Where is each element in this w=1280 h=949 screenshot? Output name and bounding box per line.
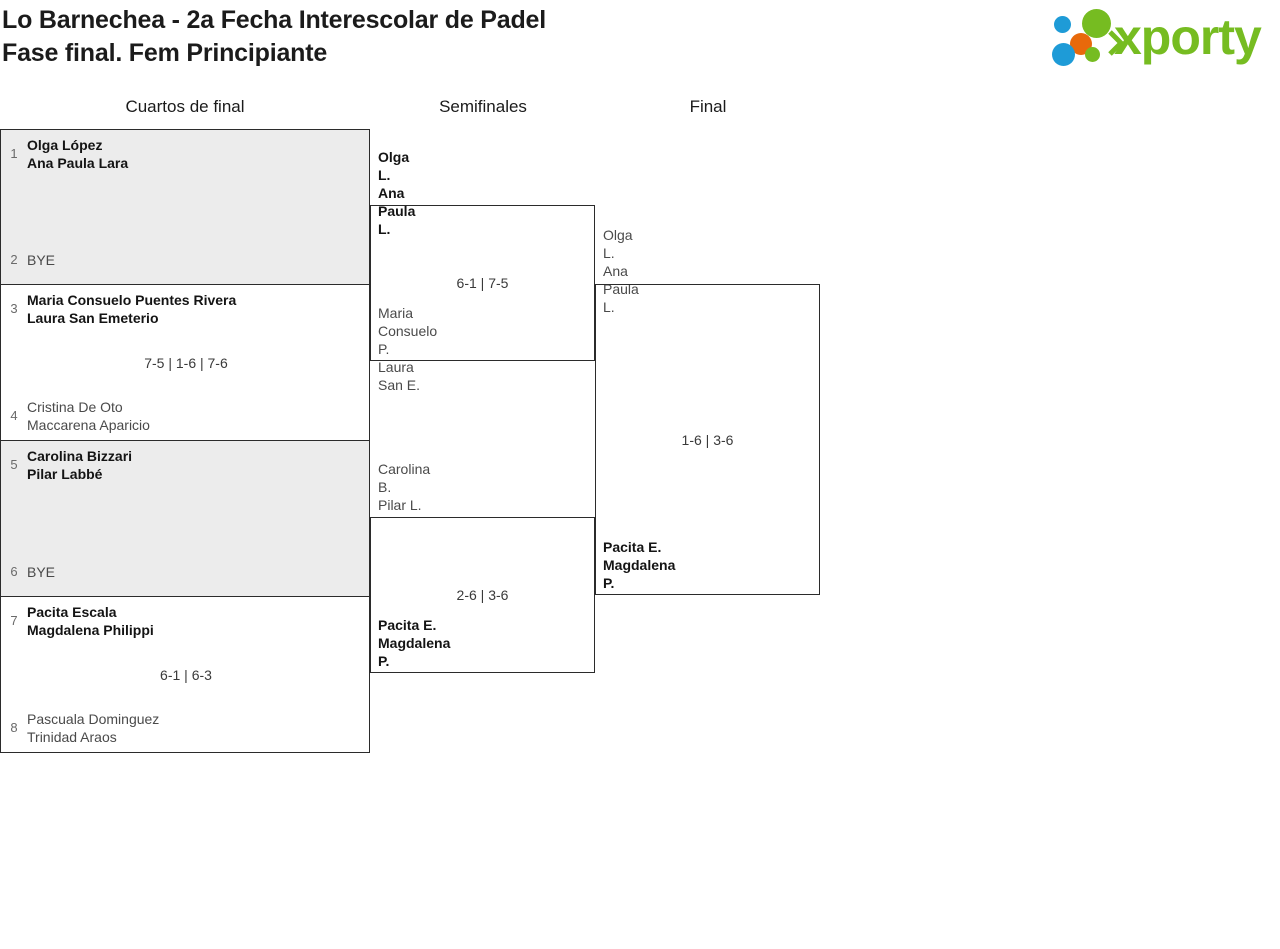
- logo-dot-green-small-icon: [1085, 47, 1100, 62]
- match-score: 1-6 | 3-6: [681, 431, 734, 448]
- logo-dot-blue-large-icon: [1052, 43, 1075, 66]
- match-slot-top[interactable]: 5 Carolina Bizzari Pilar Labbé: [1, 443, 369, 487]
- logo-dot-blue-small-icon: [1054, 16, 1071, 33]
- team-name: Carolina Bizzari Pilar Labbé: [27, 448, 133, 482]
- match-slot-bottom[interactable]: 4 Cristina De Oto Maccarena Aparicio: [1, 394, 369, 438]
- seed-number: 1: [10, 146, 18, 161]
- match-slot-top[interactable]: 3 Maria Consuelo Puentes Rivera Laura Sa…: [1, 287, 369, 331]
- final-team-upper[interactable]: Olga L. Ana Paula L.: [603, 227, 639, 315]
- semifinal-match-1[interactable]: 6-1 | 7-5: [370, 205, 595, 361]
- team-name: Cristina De Oto Maccarena Aparicio: [27, 399, 150, 433]
- round-header-quarterfinals: Cuartos de final: [125, 97, 245, 116]
- round-header-semifinals: Semifinales: [439, 97, 527, 116]
- quarterfinal-match-4[interactable]: 7 Pacita Escala Magdalena Philippi 6-1 |…: [0, 597, 370, 753]
- seed-number: 2: [10, 252, 18, 267]
- seed-number: 7: [10, 613, 18, 628]
- final-team-lower[interactable]: Pacita E. Magdalena P.: [603, 539, 676, 591]
- match-score: 2-6 | 3-6: [456, 587, 509, 603]
- match-slot-top[interactable]: 1 Olga López Ana Paula Lara: [1, 132, 369, 176]
- match-slot-top[interactable]: 7 Pacita Escala Magdalena Philippi: [1, 599, 369, 643]
- semifinal-2-team-lower[interactable]: Pacita E. Magdalena P.: [378, 617, 451, 669]
- logo-dot-green-large-icon: [1082, 9, 1111, 38]
- match-score: 7-5 | 1-6 | 7-6: [144, 354, 228, 371]
- logo-wordmark: xporty: [1114, 9, 1262, 65]
- xporty-logo[interactable]: xporty: [1052, 6, 1276, 68]
- team-name: BYE: [27, 564, 56, 580]
- match-score: 6-1 | 6-3: [160, 666, 212, 683]
- round-header-final: Final: [689, 97, 727, 116]
- team-name: Olga López Ana Paula Lara: [27, 137, 129, 171]
- logo-dots-icon: [1052, 8, 1124, 66]
- team-name: Maria Consuelo Puentes Rivera Laura San …: [27, 292, 237, 326]
- title-line-1: Lo Barnechea - 2a Fecha Interescolar de …: [2, 6, 547, 34]
- page-title: Lo Barnechea - 2a Fecha Interescolar de …: [0, 0, 860, 70]
- semifinal-2-team-upper[interactable]: Carolina B. Pilar L.: [378, 461, 431, 513]
- semifinal-match-2[interactable]: 2-6 | 3-6: [370, 517, 595, 673]
- final-match[interactable]: 1-6 | 3-6: [595, 284, 820, 595]
- seed-number: 5: [10, 457, 18, 472]
- team-name: Pacita Escala Magdalena Philippi: [27, 604, 154, 638]
- team-name: Pascuala Dominguez Trinidad Araos: [27, 711, 160, 745]
- quarterfinal-match-1[interactable]: 1 Olga López Ana Paula Lara 2 BYE: [0, 129, 370, 285]
- quarterfinal-match-2[interactable]: 3 Maria Consuelo Puentes Rivera Laura Sa…: [0, 285, 370, 441]
- semifinal-1-team-lower[interactable]: Maria Consuelo P. Laura San E.: [378, 305, 438, 393]
- seed-number: 8: [10, 720, 18, 735]
- match-slot-bottom[interactable]: 6 BYE: [1, 550, 369, 594]
- seed-number: 4: [10, 408, 18, 423]
- match-slot-bottom[interactable]: 2 BYE: [1, 238, 369, 282]
- match-score: 6-1 | 7-5: [456, 275, 509, 291]
- title-line-2: Fase final. Fem Principiante: [2, 39, 328, 67]
- quarterfinal-match-3[interactable]: 5 Carolina Bizzari Pilar Labbé 6 BYE: [0, 441, 370, 597]
- logo-chevron-right-icon: [1108, 30, 1124, 56]
- seed-number: 3: [10, 301, 18, 316]
- match-slot-bottom[interactable]: 8 Pascuala Dominguez Trinidad Araos: [1, 706, 369, 750]
- team-name: BYE: [27, 252, 56, 268]
- semifinal-1-team-upper[interactable]: Olga L. Ana Paula L.: [378, 149, 416, 237]
- seed-number: 6: [10, 564, 18, 579]
